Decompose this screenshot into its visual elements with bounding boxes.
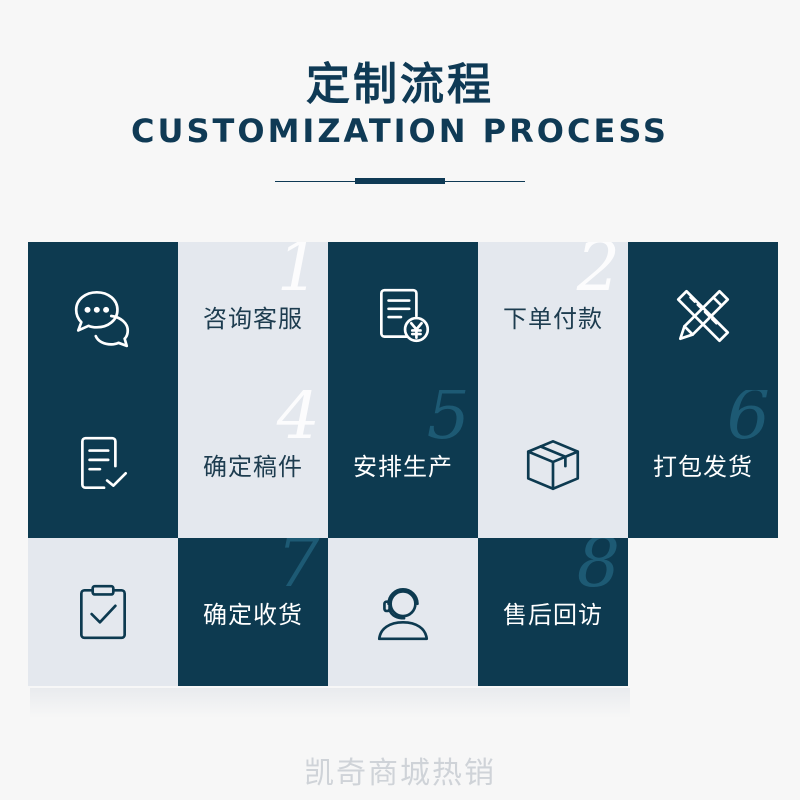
page-title: 定制流程 <box>306 59 494 110</box>
step-7-icon-cell <box>28 538 178 686</box>
invoice-yen-icon <box>328 242 478 390</box>
step-3-icon-cell <box>628 242 778 390</box>
page-subtitle: CUSTOMIZATION PROCESS <box>131 112 669 150</box>
step-2-icon-cell <box>328 242 478 390</box>
step-number: 1 <box>276 242 320 307</box>
step-number: 6 <box>726 390 770 455</box>
step-8-icon-cell <box>328 538 478 686</box>
step-4-label-cell: 4 确定稿件 <box>178 390 328 538</box>
title-divider-bar <box>355 178 445 184</box>
step-label-production: 安排生产 <box>353 452 453 481</box>
step-label-order-pay: 下单付款 <box>503 304 603 333</box>
pencil-ruler-icon <box>628 242 778 390</box>
step-4-icon-cell <box>28 390 178 538</box>
clipboard-check-icon <box>28 538 178 686</box>
chat-bubbles-icon <box>28 242 178 390</box>
headset-agent-icon <box>328 538 478 686</box>
step-label-ship: 打包发货 <box>653 452 753 481</box>
step-1-icon-cell <box>28 242 178 390</box>
package-box-icon <box>478 390 628 538</box>
step-label-after-sales: 售后回访 <box>503 600 603 629</box>
step-number: 8 <box>576 538 620 603</box>
step-6-icon-cell <box>478 390 628 538</box>
step-7-label-cell: 7 确定收货 <box>178 538 328 686</box>
step-2-label-cell: 2 下单付款 <box>478 242 628 390</box>
step-label-confirm-receipt: 确定收货 <box>203 600 303 629</box>
footer-watermark: 凯奇商城热销 <box>304 756 496 791</box>
step-5-label-cell: 5 安排生产 <box>328 390 478 538</box>
step-8-label-cell: 8 售后回访 <box>478 538 628 686</box>
step-number: 5 <box>426 390 470 455</box>
step-label-consult: 咨询客服 <box>203 304 303 333</box>
step-1-label-cell: 1 咨询客服 <box>178 242 328 390</box>
step-label-confirm-draft: 确定稿件 <box>203 452 303 481</box>
step-6-label-cell: 6 打包发货 <box>628 390 778 538</box>
document-check-icon <box>28 390 178 538</box>
grid-shadow <box>30 688 630 718</box>
step-number: 2 <box>576 242 620 307</box>
step-number: 4 <box>276 390 320 455</box>
step-number: 7 <box>276 538 320 603</box>
